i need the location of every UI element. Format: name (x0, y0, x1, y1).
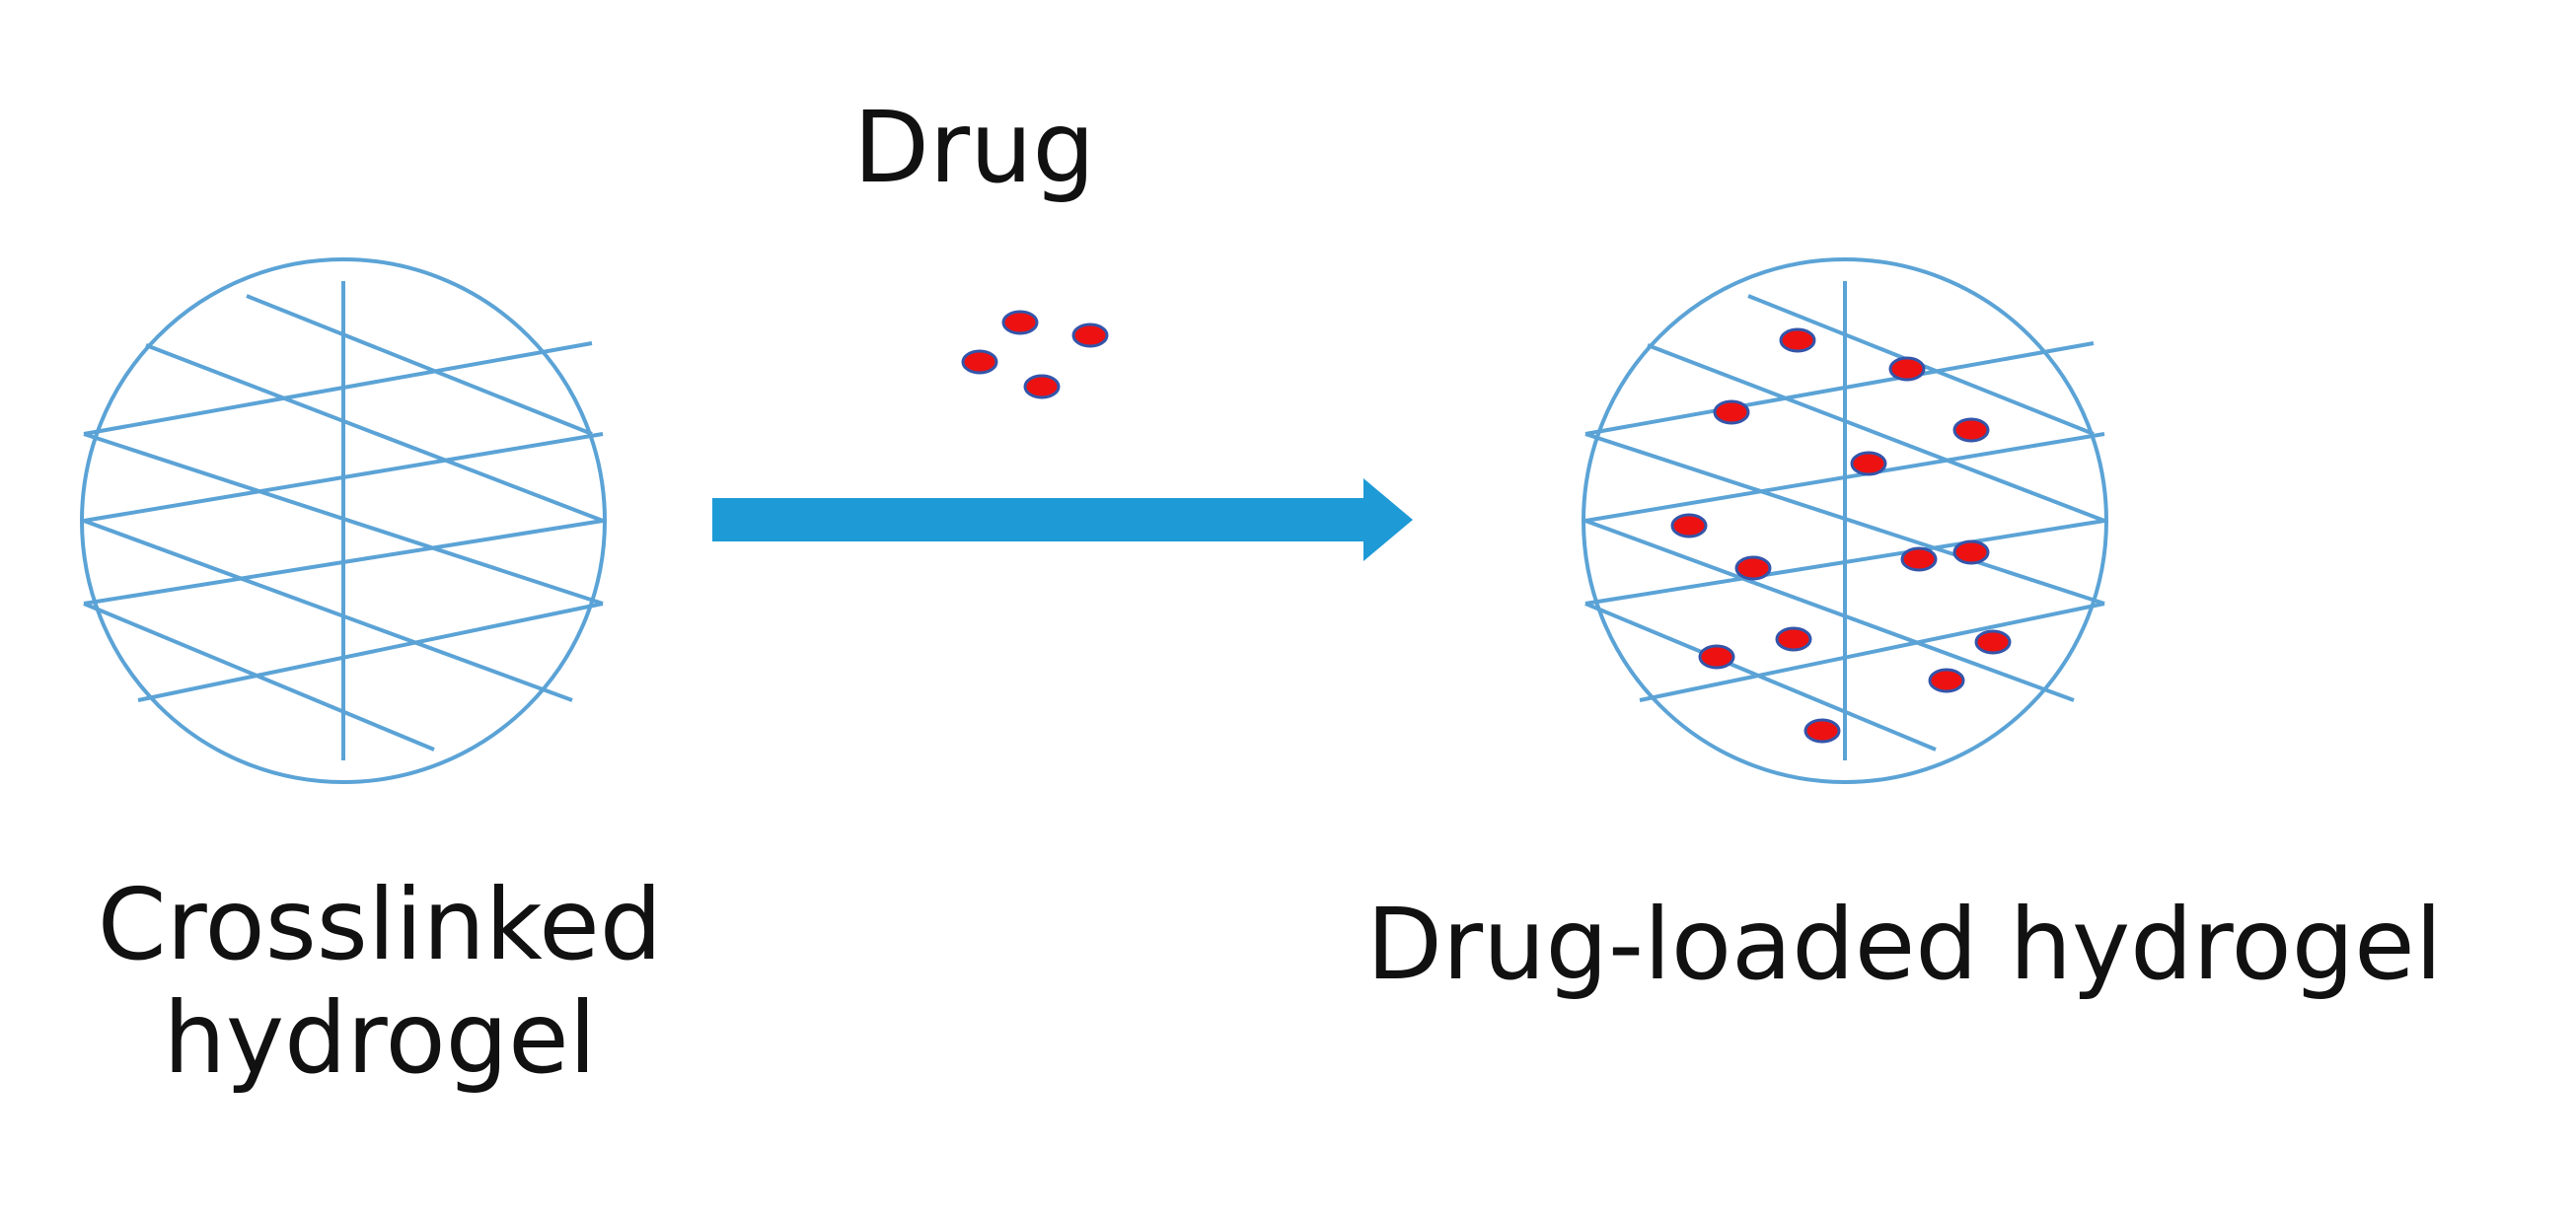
drug-particle (1001, 310, 1039, 335)
mesh-lines (1584, 281, 2105, 760)
drug-particle (1952, 417, 1990, 443)
drug-loaded-hydrogel-mesh-icon (1582, 257, 2108, 784)
hydrogel-boundary (1582, 257, 2108, 784)
drug-particle (1071, 323, 1109, 348)
drug-particle (1850, 451, 1887, 476)
crosslinked-hydrogel-label-line2: hydrogel (163, 980, 597, 1096)
drug-label: Drug (853, 90, 1095, 205)
loaded-drug-particles (1670, 327, 2012, 744)
drug-particle (1713, 399, 1750, 425)
drug-particle (1698, 644, 1735, 670)
drug-particle (1952, 539, 1990, 565)
crosslinked-hydrogel-label-line1: Crosslinked (97, 867, 663, 982)
drug-particle (1928, 668, 1965, 693)
drug-particle (1888, 356, 1926, 382)
crosslinked-hydrogel-label: Crosslinked hydrogel (74, 868, 686, 1095)
hydrogel-boundary (80, 257, 607, 784)
crosslinked-hydrogel-mesh-icon (80, 257, 607, 784)
drug-particle (1803, 718, 1841, 744)
right-arrow-icon (712, 478, 1413, 561)
drug-particle (1023, 374, 1061, 399)
drug-particle (1670, 513, 1708, 538)
drug-particle (1974, 629, 2012, 655)
drug-particle (1900, 546, 1938, 572)
mesh-lines (83, 281, 604, 760)
drug-particle (1734, 555, 1772, 581)
drug-particle (961, 349, 998, 375)
drug-particle (1775, 626, 1812, 652)
drug-particle (1779, 327, 1816, 353)
drug-particles-icon (961, 310, 1109, 399)
drug-loaded-hydrogel-label: Drug-loaded hydrogel (1366, 887, 2443, 1002)
